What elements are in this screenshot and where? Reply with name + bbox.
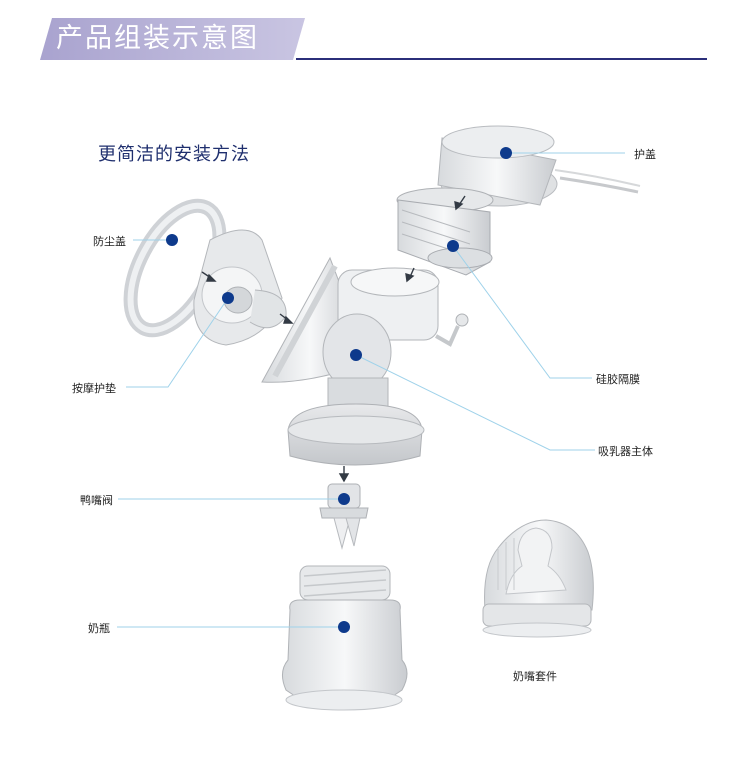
cover-illustration [437,125,641,207]
label-duckbill-valve: 鸭嘴阀 [80,494,113,507]
label-dust-cap: 防尘盖 [93,235,126,248]
label-massage-cushion: 按摩护垫 [72,382,116,395]
marker-dot [500,147,512,159]
marker-dot [222,292,234,304]
label-pump-body: 吸乳器主体 [598,445,653,458]
pump-body-illustration [261,256,469,466]
label-cover: 护盖 [634,148,656,161]
bottle-illustration [282,565,408,711]
label-nipple-set: 奶嘴套件 [513,670,557,683]
nipple-set-illustration [482,519,594,638]
label-silicone-diaphragm: 硅胶隔膜 [596,373,640,386]
marker-dot [350,349,362,361]
marker-dots [166,147,512,633]
leader-diaphragm [452,245,592,379]
marker-dot [447,240,459,252]
assembly-arrows [201,195,466,483]
title-banner [40,18,305,60]
marker-dot [166,234,178,246]
marker-dot [338,621,350,633]
leader-massage-cushion [126,297,229,388]
leader-pump-body [355,354,595,451]
marker-dot [338,493,350,505]
label-bottle: 奶瓶 [88,622,110,635]
page-title: 产品组装示意图 [56,23,259,54]
leader-lines [117,152,625,628]
page-subtitle: 更简洁的安装方法 [98,144,250,165]
diaphragm-illustration [396,187,494,276]
